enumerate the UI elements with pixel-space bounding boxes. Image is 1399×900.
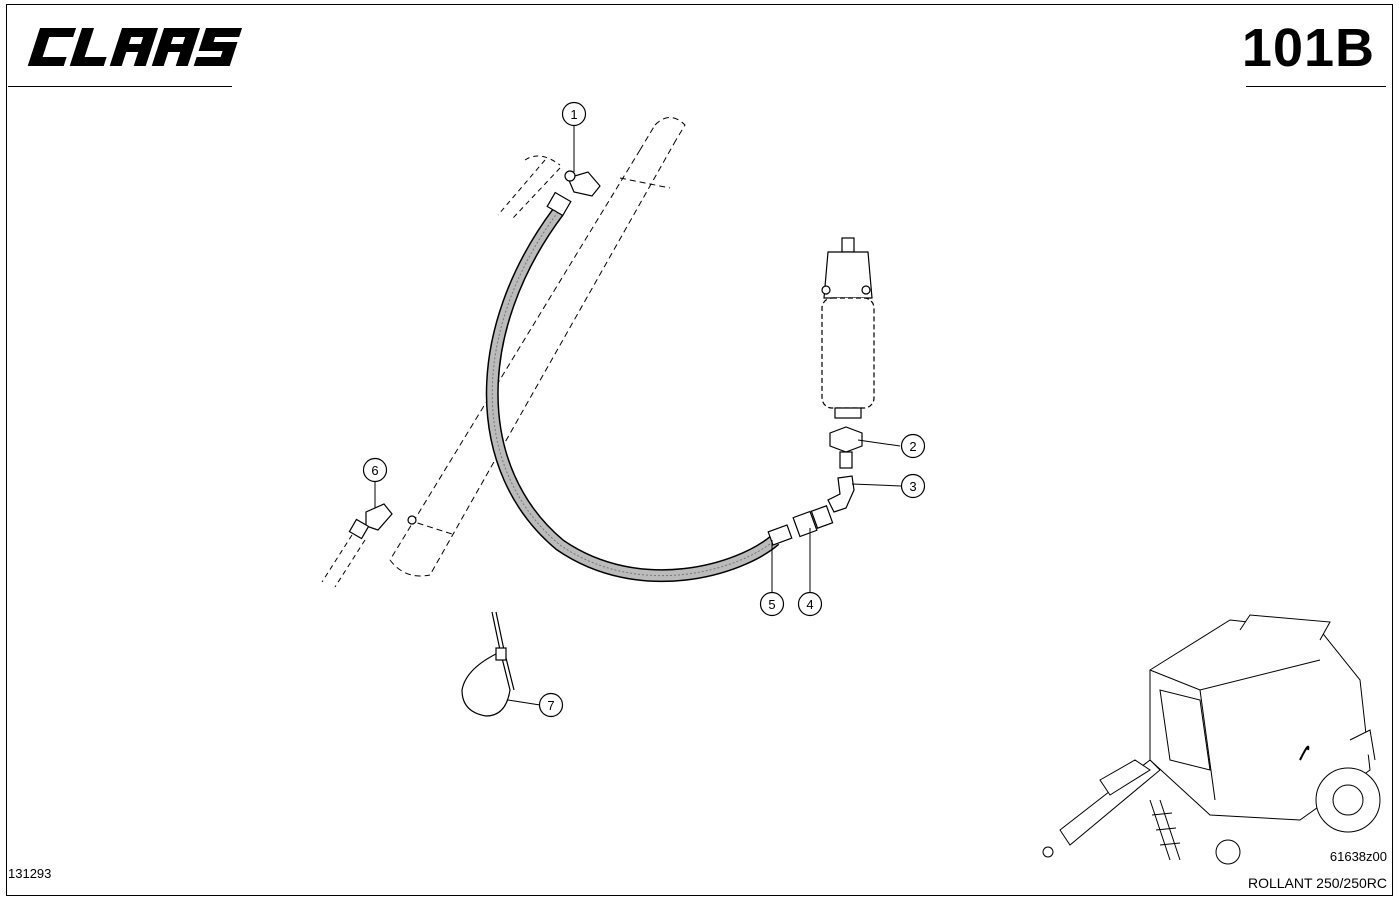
model-name: ROLLANT 250/250RC <box>1247 875 1387 891</box>
pipe-ghost-left <box>321 534 366 588</box>
part-7-cable-tie <box>461 611 515 717</box>
svg-text:4: 4 <box>806 597 813 612</box>
pipe-ghost-top <box>497 155 561 219</box>
callout-7: 7 <box>538 692 564 718</box>
callout-3: 3 <box>900 473 926 499</box>
sheet-number: 101B <box>1241 18 1375 78</box>
drawing-frame <box>6 4 1393 896</box>
logo-underline <box>8 86 232 87</box>
svg-text:7: 7 <box>547 698 554 713</box>
callout-2: 2 <box>900 433 926 459</box>
svg-text:2: 2 <box>909 439 916 454</box>
svg-text:6: 6 <box>371 463 378 478</box>
cylinder-ghost <box>389 117 686 577</box>
baler-thumbnail <box>1042 614 1381 865</box>
part-3-elbow <box>827 475 855 513</box>
hose-fitting-top <box>546 170 601 217</box>
part-2-adapter <box>829 426 863 469</box>
svg-text:5: 5 <box>768 597 775 612</box>
callout-1: 1 <box>561 101 587 127</box>
drawing-date: 131293 <box>8 866 52 881</box>
callout-4: 4 <box>797 591 823 617</box>
part-6-elbow <box>348 503 417 540</box>
svg-text:3: 3 <box>909 479 916 494</box>
leader-lines <box>374 126 902 706</box>
claas-logo <box>27 28 242 66</box>
svg-text:1: 1 <box>570 107 577 122</box>
callout-5: 5 <box>759 591 785 617</box>
hydraulic-hose <box>485 208 780 582</box>
hydraulic-accumulator <box>821 237 875 419</box>
hose-fitting-bottom <box>767 505 834 546</box>
drawing-code: 61638z00 <box>1329 849 1387 864</box>
callout-6: 6 <box>362 457 388 483</box>
sheet-underline <box>1246 86 1386 87</box>
